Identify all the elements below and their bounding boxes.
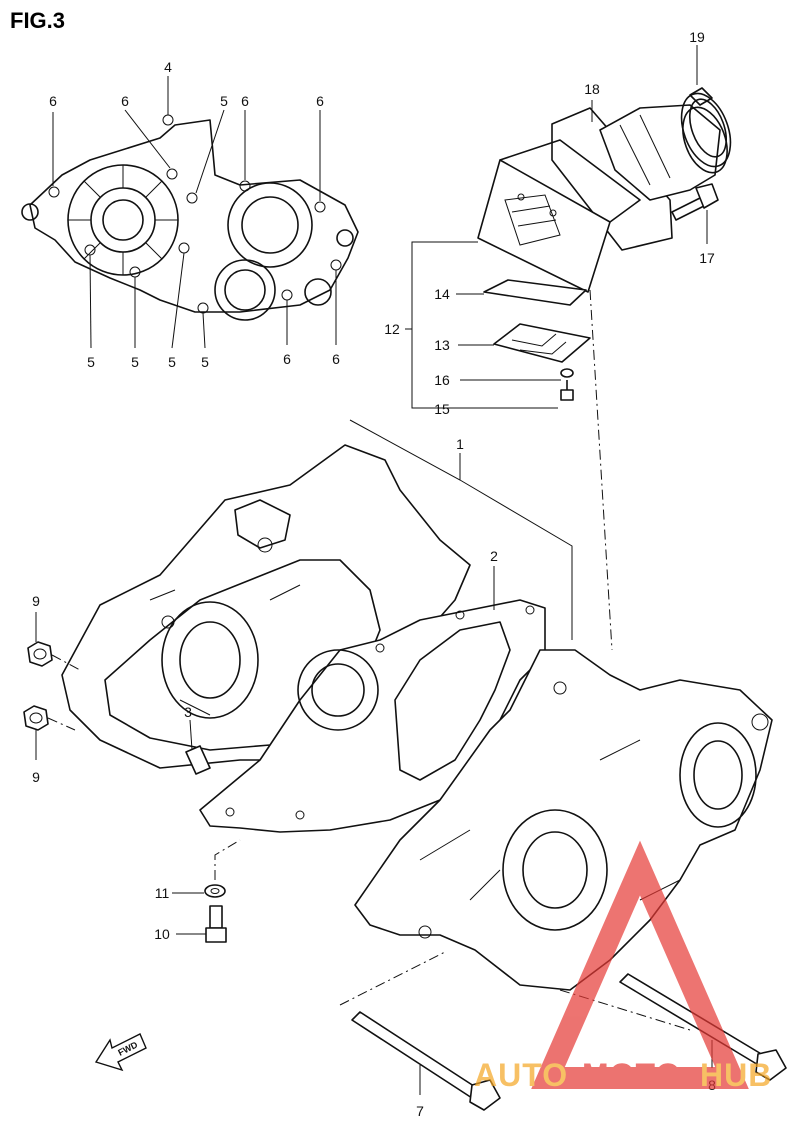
reed-valve-block: [477, 139, 641, 293]
callout-11: 11: [155, 885, 170, 901]
bolt-7: [351, 1011, 501, 1111]
callout-17: 17: [699, 250, 715, 266]
callout-13: 13: [434, 337, 450, 353]
crankcase-right-half: [354, 649, 773, 991]
callout-2: 2: [490, 548, 498, 564]
washer-16: [560, 368, 574, 378]
callout-5-d: 5: [168, 354, 176, 370]
callout-19: 19: [689, 29, 705, 45]
callout-5-e: 5: [201, 354, 209, 370]
washer-11: [204, 884, 226, 898]
callout-6-b: 6: [121, 93, 129, 109]
callout-4: 4: [164, 59, 172, 75]
callout-6-d: 6: [316, 93, 324, 109]
reed-stopper-14: [483, 279, 587, 306]
callout-7: 7: [416, 1103, 424, 1119]
crankcase-cover: [21, 114, 359, 321]
callout-6-f: 6: [332, 351, 340, 367]
callout-5-b: 5: [87, 354, 95, 370]
callout-6-c: 6: [241, 93, 249, 109]
automotohub-watermark-logo: AUTO MOTO HUB: [474, 840, 772, 1093]
callout-5-c: 5: [131, 354, 139, 370]
screw-15: [560, 380, 574, 401]
callout-18: 18: [584, 81, 600, 97]
callout-3: 3: [184, 704, 192, 720]
reed-petal-13: [493, 323, 591, 363]
dowel-pin-3: [185, 745, 211, 775]
nut-9-upper: [27, 641, 53, 667]
bolt-17: [671, 183, 719, 221]
figure-title: FIG.3: [10, 8, 65, 33]
bolt-10: [205, 905, 227, 943]
callout-16: 16: [434, 372, 450, 388]
callout-9-lower: 9: [32, 769, 40, 785]
bolt-8: [619, 973, 787, 1081]
callout-5-a: 5: [220, 93, 228, 109]
callout-1: 1: [456, 436, 464, 452]
callout-15: 15: [434, 401, 450, 417]
callout-9-upper: 9: [32, 593, 40, 609]
cover-callout-leaders: [52, 76, 337, 349]
intake-clamp: [680, 87, 732, 168]
watermark-hub: HUB: [700, 1057, 772, 1093]
nut-9-lower: [23, 705, 49, 731]
forward-arrow-icon: FWD: [94, 1033, 147, 1072]
callout-14: 14: [434, 286, 450, 302]
watermark-moto: MOTO: [582, 1057, 681, 1093]
callout-12: 12: [384, 321, 400, 337]
callout-10: 10: [154, 926, 170, 942]
callout-6-e: 6: [283, 351, 291, 367]
watermark-auto: AUTO: [474, 1057, 568, 1093]
callout-6-a: 6: [49, 93, 57, 109]
